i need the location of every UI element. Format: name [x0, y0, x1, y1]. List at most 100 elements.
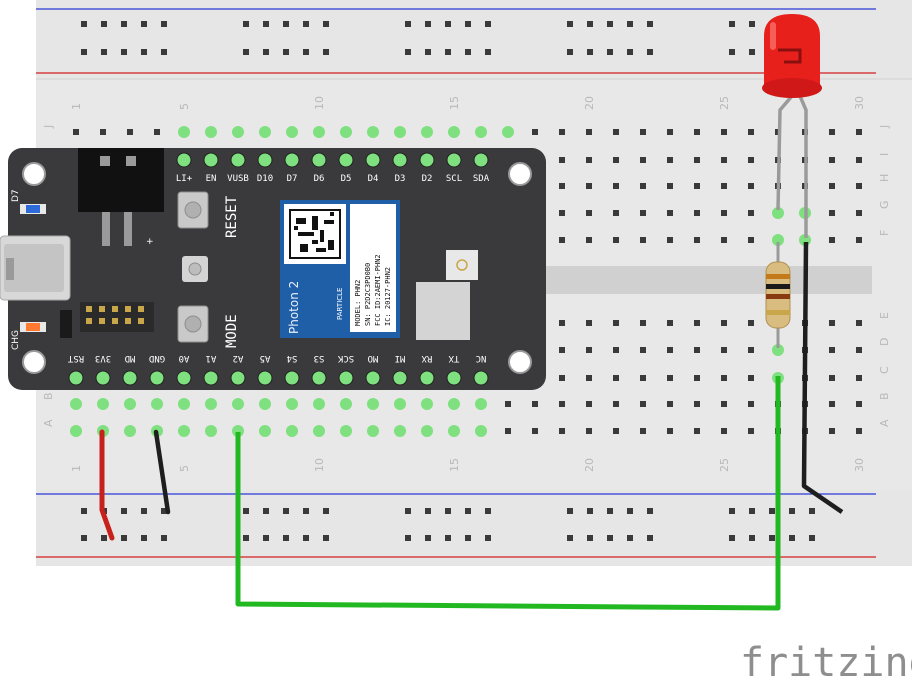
board-pin[interactable] — [473, 370, 489, 386]
rail-hole[interactable] — [445, 508, 451, 514]
rail-hole[interactable] — [809, 508, 815, 514]
breadboard-hole[interactable] — [613, 157, 619, 163]
board-pin[interactable] — [311, 370, 327, 386]
breadboard-hole[interactable] — [694, 375, 700, 381]
rail-hole[interactable] — [425, 535, 431, 541]
breadboard-hole[interactable] — [640, 157, 646, 163]
board-pin[interactable] — [122, 370, 138, 386]
breadboard-hole[interactable] — [667, 157, 673, 163]
rail-hole[interactable] — [323, 21, 329, 27]
breadboard-hole[interactable] — [829, 320, 835, 326]
breadboard-hole[interactable] — [748, 183, 754, 189]
rail-hole[interactable] — [587, 49, 593, 55]
breadboard-hole[interactable] — [559, 375, 565, 381]
rail-hole[interactable] — [303, 49, 309, 55]
breadboard-hole[interactable] — [586, 129, 592, 135]
rail-hole[interactable] — [323, 535, 329, 541]
breadboard-hole[interactable] — [559, 320, 565, 326]
breadboard-hole[interactable] — [532, 428, 538, 434]
rail-hole[interactable] — [263, 21, 269, 27]
breadboard-hole[interactable] — [829, 129, 835, 135]
breadboard-hole[interactable] — [613, 375, 619, 381]
rail-hole[interactable] — [425, 508, 431, 514]
breadboard-hole[interactable] — [532, 129, 538, 135]
board-pin[interactable] — [257, 152, 273, 168]
rail-hole[interactable] — [303, 535, 309, 541]
breadboard-hole[interactable] — [721, 129, 727, 135]
breadboard-hole[interactable] — [667, 210, 673, 216]
breadboard-hole[interactable] — [721, 157, 727, 163]
rail-hole[interactable] — [465, 49, 471, 55]
rail-hole[interactable] — [567, 21, 573, 27]
rail-hole[interactable] — [445, 49, 451, 55]
board-pin[interactable] — [203, 370, 219, 386]
breadboard-hole[interactable] — [694, 237, 700, 243]
board-pin[interactable] — [149, 370, 165, 386]
rail-hole[interactable] — [243, 49, 249, 55]
breadboard-hole[interactable] — [856, 129, 862, 135]
breadboard-hole[interactable] — [721, 428, 727, 434]
rail-hole[interactable] — [81, 21, 87, 27]
breadboard-hole[interactable] — [856, 375, 862, 381]
breadboard-hole[interactable] — [748, 401, 754, 407]
breadboard-hole[interactable] — [748, 428, 754, 434]
breadboard-hole[interactable] — [613, 210, 619, 216]
breadboard-hole[interactable] — [559, 129, 565, 135]
breadboard-hole[interactable] — [73, 129, 79, 135]
breadboard-hole[interactable] — [613, 401, 619, 407]
breadboard-hole[interactable] — [667, 401, 673, 407]
board-pin[interactable] — [176, 152, 192, 168]
rail-hole[interactable] — [485, 21, 491, 27]
rail-hole[interactable] — [729, 21, 735, 27]
breadboard-hole[interactable] — [559, 157, 565, 163]
breadboard-hole[interactable] — [694, 347, 700, 353]
breadboard-hole[interactable] — [694, 210, 700, 216]
rail-hole[interactable] — [121, 49, 127, 55]
rail-hole[interactable] — [263, 535, 269, 541]
rail-hole[interactable] — [567, 535, 573, 541]
rail-hole[interactable] — [323, 49, 329, 55]
breadboard-hole[interactable] — [640, 401, 646, 407]
rail-hole[interactable] — [607, 21, 613, 27]
rail-hole[interactable] — [647, 508, 653, 514]
rail-hole[interactable] — [587, 21, 593, 27]
board-pin[interactable] — [257, 370, 273, 386]
board-pin[interactable] — [392, 370, 408, 386]
breadboard-hole[interactable] — [667, 183, 673, 189]
rail-hole[interactable] — [161, 508, 167, 514]
breadboard-hole[interactable] — [667, 237, 673, 243]
breadboard-hole[interactable] — [829, 237, 835, 243]
breadboard-hole[interactable] — [586, 183, 592, 189]
board-pin[interactable] — [203, 152, 219, 168]
breadboard-hole[interactable] — [640, 237, 646, 243]
rail-hole[interactable] — [141, 49, 147, 55]
rail-hole[interactable] — [607, 535, 613, 541]
rail-hole[interactable] — [729, 508, 735, 514]
breadboard-hole[interactable] — [613, 428, 619, 434]
breadboard-hole[interactable] — [559, 401, 565, 407]
rail-hole[interactable] — [587, 535, 593, 541]
breadboard-hole[interactable] — [586, 401, 592, 407]
rail-hole[interactable] — [101, 49, 107, 55]
breadboard-hole[interactable] — [748, 375, 754, 381]
rail-hole[interactable] — [81, 535, 87, 541]
rail-hole[interactable] — [445, 535, 451, 541]
rail-hole[interactable] — [161, 535, 167, 541]
breadboard-hole[interactable] — [586, 347, 592, 353]
breadboard-hole[interactable] — [721, 237, 727, 243]
breadboard-hole[interactable] — [667, 375, 673, 381]
board-pin[interactable] — [446, 370, 462, 386]
breadboard-hole[interactable] — [505, 428, 511, 434]
rail-hole[interactable] — [749, 21, 755, 27]
resistor[interactable] — [765, 242, 791, 348]
breadboard-hole[interactable] — [829, 157, 835, 163]
rail-hole[interactable] — [627, 21, 633, 27]
breadboard-hole[interactable] — [586, 210, 592, 216]
board-pin[interactable] — [392, 152, 408, 168]
rail-hole[interactable] — [729, 535, 735, 541]
rail-hole[interactable] — [627, 49, 633, 55]
breadboard-hole[interactable] — [829, 428, 835, 434]
rail-hole[interactable] — [405, 535, 411, 541]
rail-hole[interactable] — [283, 508, 289, 514]
breadboard-hole[interactable] — [640, 210, 646, 216]
